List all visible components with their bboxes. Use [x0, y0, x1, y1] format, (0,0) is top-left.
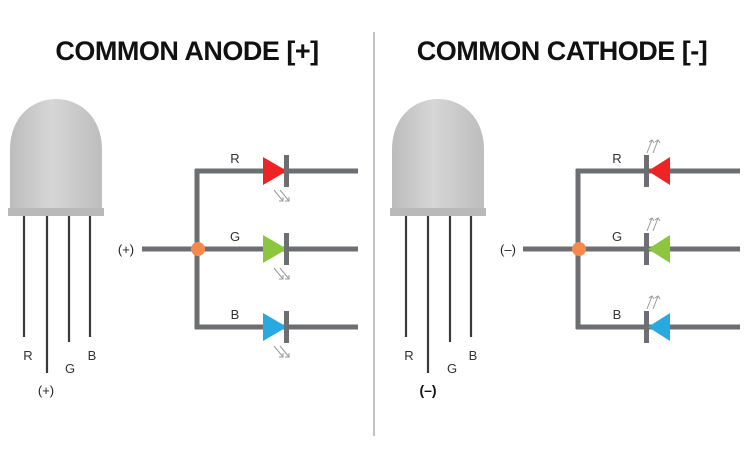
cathode-channel-r-label: R	[612, 151, 621, 166]
anode-pin-common-label: (+)	[38, 383, 54, 398]
anode-red-diode	[263, 155, 289, 187]
cathode-red-emission-arrows-icon	[646, 139, 661, 154]
anode-green-emission-arrows-icon	[273, 267, 290, 280]
anode-input-label: (+)	[118, 242, 134, 257]
cathode-green-emission-arrows-icon	[646, 217, 661, 232]
cathode-junction-node	[572, 242, 586, 256]
anode-section: R (+) G B (+) R G	[8, 99, 358, 398]
anode-junction-node	[191, 242, 205, 256]
anode-title: COMMON ANODE [+]	[55, 36, 318, 66]
cathode-channel-g-label: G	[612, 229, 622, 244]
cathode-blue-diode	[644, 311, 670, 343]
anode-wires	[142, 168, 358, 330]
cathode-green-diode	[644, 233, 670, 265]
cathode-pin-r-label: R	[404, 348, 413, 363]
anode-blue-emission-arrows-icon	[273, 345, 290, 358]
anode-green-diode	[263, 233, 289, 265]
cathode-section: R (–) G B (–) R G	[390, 99, 740, 398]
cathode-pin-b-label: B	[469, 348, 478, 363]
anode-channel-g-label: G	[230, 229, 240, 244]
anode-led-body	[8, 99, 104, 216]
cathode-title: COMMON CATHODE [-]	[417, 36, 707, 66]
anode-pin-b-label: B	[88, 348, 97, 363]
cathode-red-diode	[644, 155, 670, 187]
anode-red-emission-arrows-icon	[273, 189, 290, 202]
cathode-blue-emission-arrows-icon	[646, 295, 661, 310]
anode-pin-r-label: R	[23, 348, 32, 363]
anode-channel-b-label: B	[231, 307, 240, 322]
cathode-wires	[523, 168, 740, 330]
anode-blue-diode	[263, 311, 289, 343]
cathode-leads	[404, 216, 473, 373]
cathode-led-body	[390, 99, 486, 216]
anode-pin-g-label: G	[65, 361, 75, 376]
cathode-pin-g-label: G	[447, 361, 457, 376]
cathode-pin-common-label: (–)	[419, 382, 436, 398]
anode-leads	[22, 216, 92, 373]
cathode-channel-b-label: B	[613, 307, 622, 322]
anode-channel-r-label: R	[230, 151, 239, 166]
cathode-input-label: (–)	[500, 242, 516, 257]
